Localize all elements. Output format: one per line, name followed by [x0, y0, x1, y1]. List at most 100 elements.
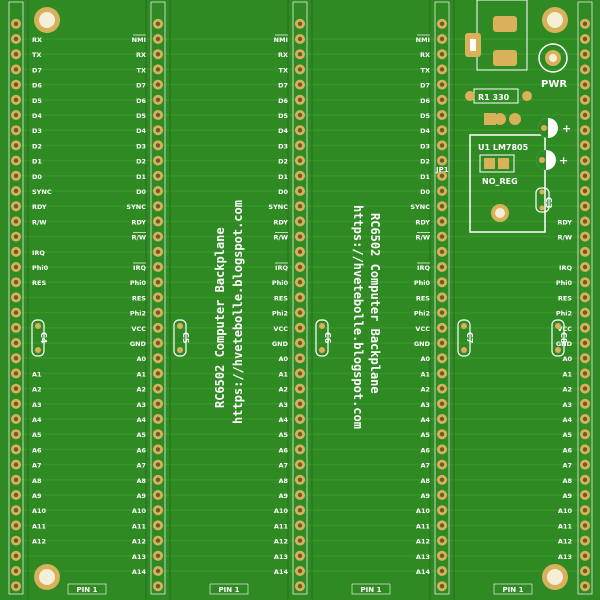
- power-connector-pad-2: [493, 50, 517, 66]
- header-pin-drill: [582, 280, 588, 285]
- header-pin-drill: [582, 492, 588, 498]
- header-pin-drill: [582, 128, 588, 133]
- signal-label: A11: [416, 522, 431, 530]
- header-pin-drill: [13, 401, 19, 406]
- board-url-right: https://hvetebolle.blogspot.com: [351, 205, 365, 429]
- header-pin-drill: [439, 128, 445, 133]
- header-pin-drill: [13, 264, 19, 270]
- header-pin-drill: [297, 36, 303, 42]
- signal-label: A1: [32, 370, 42, 378]
- header-pin-drill: [439, 295, 445, 300]
- header-pin-drill: [155, 310, 161, 315]
- header-pin-drill: [13, 219, 19, 224]
- header-pin-drill: [155, 523, 161, 528]
- electrolytic-cap-1-plus: +: [562, 122, 571, 135]
- header-pin-drill: [439, 280, 445, 285]
- header-pin-drill: [13, 97, 19, 103]
- electrolytic-cap-2-pad: [539, 157, 545, 163]
- signal-label: D5: [136, 112, 146, 120]
- header-pin-drill: [297, 508, 303, 513]
- header-pin-drill: [582, 340, 588, 346]
- header-pin-drill: [13, 112, 19, 118]
- header-pin-drill: [13, 234, 19, 239]
- header-pin-drill: [297, 173, 303, 178]
- header-outline: [150, 1, 166, 595]
- header-pin-drill: [155, 234, 161, 239]
- header-pin-drill: [297, 295, 303, 300]
- header-pin-drill: [13, 432, 19, 437]
- capacitor-label: C6: [323, 332, 332, 344]
- header-pin-drill: [155, 356, 161, 361]
- signal-label: RES: [558, 294, 572, 302]
- signal-label: D4: [278, 127, 288, 135]
- header-pin-drill: [297, 371, 303, 376]
- signal-label: A6: [562, 446, 572, 454]
- header-pin-drill: [582, 325, 588, 330]
- header-pin-drill: [155, 340, 161, 346]
- power-led-pad-drill: [549, 54, 557, 62]
- signal-label: Phi0: [130, 279, 147, 287]
- header-pin-drill: [439, 325, 445, 330]
- header-pin-drill: [439, 52, 445, 57]
- header-pin-drill: [439, 21, 445, 26]
- header-pin-drill: [13, 52, 19, 57]
- header-pin-drill: [297, 21, 303, 26]
- signal-label: A12: [416, 538, 430, 546]
- signal-label: NMI: [274, 36, 288, 44]
- signal-label: D3: [136, 142, 146, 150]
- capacitor-pad: [461, 347, 467, 353]
- power-led-label: PWR: [541, 79, 567, 90]
- signal-label: D7: [278, 82, 288, 90]
- capacitor-c3-pad-2: [539, 205, 545, 211]
- signal-label: RX: [32, 36, 42, 44]
- signal-label: A9: [278, 492, 288, 500]
- header-pin-drill: [582, 67, 588, 72]
- header-pin-drill: [582, 295, 588, 300]
- header-pin-drill: [155, 280, 161, 285]
- capacitor-label: C8: [559, 332, 568, 344]
- header-pin-drill: [582, 204, 588, 209]
- capacitor-outline: [31, 319, 45, 357]
- header-pin-drill: [155, 264, 161, 270]
- capacitor-label: C5: [181, 332, 190, 344]
- header-pin-drill: [582, 568, 588, 574]
- header-pin-drill: [439, 36, 445, 42]
- header-pin-drill: [155, 173, 161, 178]
- header-pin-drill: [13, 310, 19, 315]
- signal-label: A7: [32, 462, 42, 470]
- no-reg-pad-1: [484, 158, 495, 169]
- header-pin-drill: [439, 584, 445, 589]
- regulator-label: U1 LM7805: [478, 143, 529, 152]
- slot-dividers: [27, 0, 455, 600]
- signal-label: IRQ: [133, 264, 146, 272]
- header-pin-drill: [582, 447, 588, 452]
- header-pin-drill: [155, 386, 161, 391]
- header-pin-drill: [155, 188, 161, 194]
- signal-label: A12: [558, 538, 572, 546]
- signal-label: A6: [32, 446, 42, 454]
- header-pin-drill: [439, 219, 445, 224]
- header-pin-drill: [439, 340, 445, 346]
- regulator-pin-1: [484, 113, 496, 125]
- signal-label: A12: [32, 538, 46, 546]
- signal-label: VCC: [131, 325, 146, 333]
- header-pin-drill: [582, 416, 588, 422]
- signal-label: NMI: [132, 36, 146, 44]
- header-pin-drill: [582, 158, 588, 163]
- signal-label: A14: [274, 568, 289, 576]
- signal-label: A8: [420, 477, 430, 485]
- header-outline: [434, 1, 450, 595]
- header-pin-drill: [13, 462, 19, 467]
- header-pin-drill: [155, 508, 161, 513]
- signal-label: A13: [558, 553, 572, 561]
- signal-label: D6: [32, 82, 42, 90]
- signal-label: RX: [278, 51, 288, 59]
- header-pin-drill: [155, 158, 161, 163]
- signal-label: D7: [136, 82, 146, 90]
- signal-label: IRQ: [417, 264, 430, 272]
- signal-label: A8: [562, 477, 572, 485]
- signal-label: Phi0: [414, 279, 431, 287]
- header-pin-drill: [155, 371, 161, 376]
- header-pin-drill: [439, 158, 445, 163]
